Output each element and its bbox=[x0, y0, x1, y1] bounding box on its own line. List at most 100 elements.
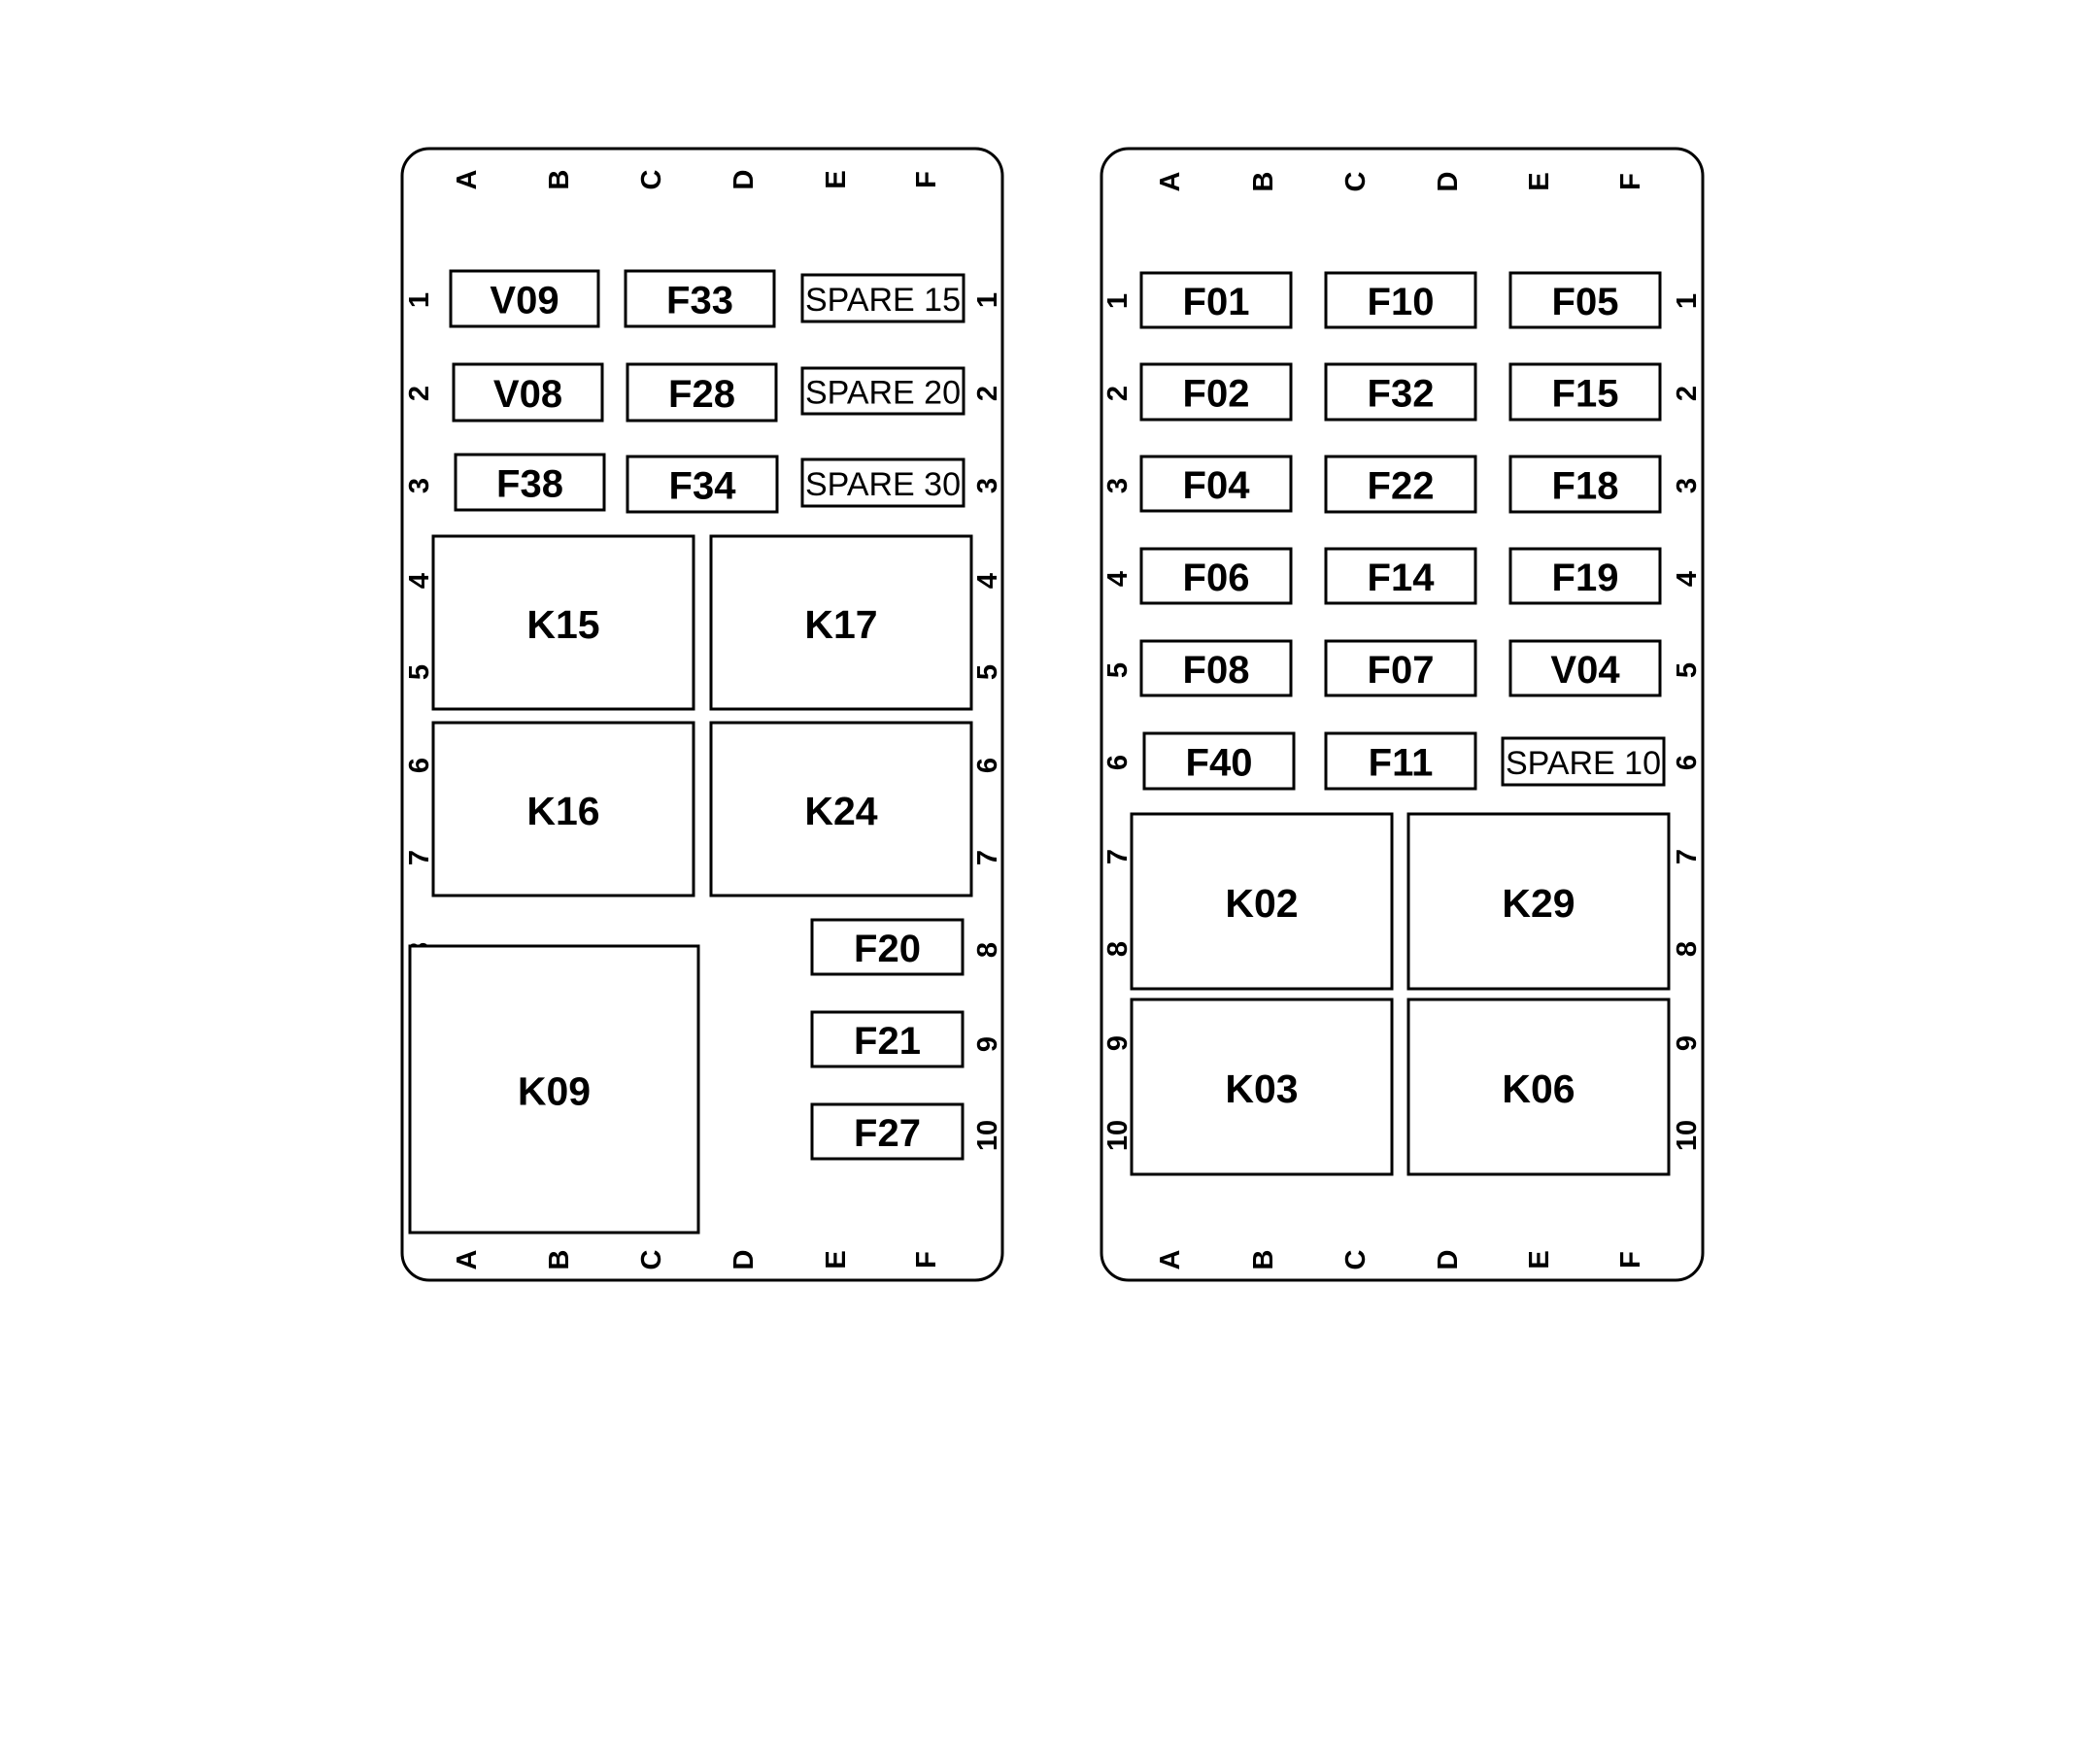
fuse-f38: F38 bbox=[454, 453, 606, 512]
fuse-label: F07 bbox=[1368, 649, 1435, 692]
fuse-label: V09 bbox=[490, 280, 559, 322]
column-label-top-d: D bbox=[728, 170, 760, 190]
fuse-label: F10 bbox=[1368, 281, 1435, 323]
row-label-right-5: 5 bbox=[972, 664, 1003, 680]
fuse-label: F14 bbox=[1368, 557, 1436, 599]
fuse-box bbox=[1139, 455, 1293, 513]
row-label-left-4: 4 bbox=[1102, 571, 1134, 587]
fuse-label: F02 bbox=[1183, 373, 1250, 416]
row-label-right-1: 1 bbox=[972, 292, 1003, 308]
column-label-bottom-b: B bbox=[1248, 1250, 1279, 1270]
fuse-label: F40 bbox=[1186, 742, 1253, 785]
spare-spare-30: SPARE 30 bbox=[800, 457, 965, 508]
relay-k02: K02 bbox=[1130, 812, 1394, 991]
column-label-top-b: B bbox=[544, 170, 575, 190]
relay-box bbox=[431, 721, 695, 897]
column-label-bottom-b: B bbox=[544, 1250, 575, 1270]
spare-label: SPARE 15 bbox=[805, 282, 961, 319]
fuse-f27: F27 bbox=[810, 1102, 965, 1161]
fuse-box bbox=[626, 362, 778, 423]
panel-outline bbox=[1100, 147, 1705, 1282]
fuse-v04: V04 bbox=[1508, 639, 1662, 697]
fuse-f19: F19 bbox=[1508, 547, 1662, 605]
fuse-label: F01 bbox=[1183, 281, 1250, 323]
relay-k17: K17 bbox=[709, 534, 973, 711]
relay-k29: K29 bbox=[1406, 812, 1671, 991]
panels-layer: AABBCCDDEEFF1122334455667788991010V09F33… bbox=[400, 147, 1705, 1282]
fuse-label: F18 bbox=[1552, 465, 1619, 508]
row-label-right-5: 5 bbox=[1672, 662, 1703, 678]
spare-label: SPARE 20 bbox=[805, 375, 961, 412]
fuse-box bbox=[1324, 639, 1477, 697]
fuse-box bbox=[452, 362, 604, 423]
column-label-bottom-c: C bbox=[636, 1249, 667, 1269]
relay-label: K24 bbox=[804, 789, 877, 833]
column-label-top-a: A bbox=[1155, 171, 1186, 191]
fuse-f18: F18 bbox=[1508, 455, 1662, 514]
fuse-label: F34 bbox=[669, 465, 737, 508]
row-label-right-8: 8 bbox=[972, 942, 1003, 958]
fuse-label: F11 bbox=[1369, 742, 1434, 785]
spare-spare-15: SPARE 15 bbox=[800, 273, 965, 323]
fuse-label: F06 bbox=[1183, 557, 1250, 599]
fuse-label: V04 bbox=[1550, 649, 1620, 692]
relay-label: K06 bbox=[1502, 1066, 1575, 1111]
fuse-box bbox=[1324, 547, 1477, 605]
fuse-f04: F04 bbox=[1139, 455, 1293, 513]
fuse-panel-left: AABBCCDDEEFF1122334455667788991010V09F33… bbox=[400, 147, 1004, 1282]
column-label-bottom-e: E bbox=[1524, 1250, 1555, 1269]
row-label-right-2: 2 bbox=[1672, 386, 1703, 401]
relay-label: K17 bbox=[804, 602, 877, 647]
fuse-f02: F02 bbox=[1139, 362, 1293, 422]
fuse-box bbox=[1324, 271, 1477, 329]
relay-box bbox=[1406, 812, 1671, 991]
row-label-left-3: 3 bbox=[404, 478, 435, 493]
fuse-label: F19 bbox=[1552, 557, 1619, 599]
fuse-label: F04 bbox=[1183, 464, 1251, 507]
fuse-f21: F21 bbox=[810, 1010, 965, 1068]
column-label-top-a: A bbox=[452, 169, 483, 189]
fuse-box bbox=[624, 269, 776, 328]
fuse-box bbox=[810, 1010, 965, 1068]
row-label-left-10: 10 bbox=[1102, 1120, 1134, 1151]
relay-k03: K03 bbox=[1130, 998, 1394, 1176]
row-label-right-6: 6 bbox=[1672, 755, 1703, 770]
row-label-right-7: 7 bbox=[972, 850, 1003, 865]
row-label-right-9: 9 bbox=[1672, 1035, 1703, 1051]
relay-k15: K15 bbox=[431, 534, 695, 711]
column-label-top-c: C bbox=[636, 169, 667, 189]
fuse-box bbox=[1324, 455, 1477, 514]
relay-box bbox=[1130, 998, 1394, 1176]
fuse-v08: V08 bbox=[452, 362, 604, 423]
fuse-label: F20 bbox=[854, 928, 921, 970]
relay-label: K29 bbox=[1502, 881, 1575, 926]
row-label-left-8: 8 bbox=[1102, 941, 1134, 957]
fuse-f14: F14 bbox=[1324, 547, 1477, 605]
fuse-label: F22 bbox=[1368, 465, 1435, 508]
column-label-bottom-d: D bbox=[728, 1250, 760, 1270]
row-label-left-7: 7 bbox=[404, 850, 435, 865]
fuse-label: F32 bbox=[1368, 373, 1435, 416]
row-label-left-1: 1 bbox=[404, 292, 435, 308]
row-label-right-7: 7 bbox=[1672, 849, 1703, 864]
spare-box bbox=[1501, 736, 1666, 787]
fuse-label: F21 bbox=[854, 1020, 921, 1063]
fuse-f01: F01 bbox=[1139, 271, 1293, 329]
relay-label: K15 bbox=[526, 602, 599, 647]
relay-box bbox=[1406, 998, 1671, 1176]
fuse-v09: V09 bbox=[449, 269, 600, 328]
fuse-box bbox=[626, 455, 779, 514]
column-label-top-f: F bbox=[911, 171, 942, 188]
row-label-left-2: 2 bbox=[404, 386, 435, 401]
fuse-f33: F33 bbox=[624, 269, 776, 328]
fuse-label: F15 bbox=[1552, 373, 1619, 416]
fuse-label: F28 bbox=[668, 373, 735, 416]
fuse-f32: F32 bbox=[1324, 362, 1477, 422]
fuse-box bbox=[810, 1102, 965, 1161]
spare-label: SPARE 10 bbox=[1506, 745, 1661, 782]
fuse-label: F27 bbox=[854, 1112, 921, 1155]
spare-label: SPARE 30 bbox=[805, 466, 961, 503]
row-label-left-7: 7 bbox=[1102, 849, 1134, 864]
column-label-bottom-c: C bbox=[1340, 1249, 1372, 1269]
